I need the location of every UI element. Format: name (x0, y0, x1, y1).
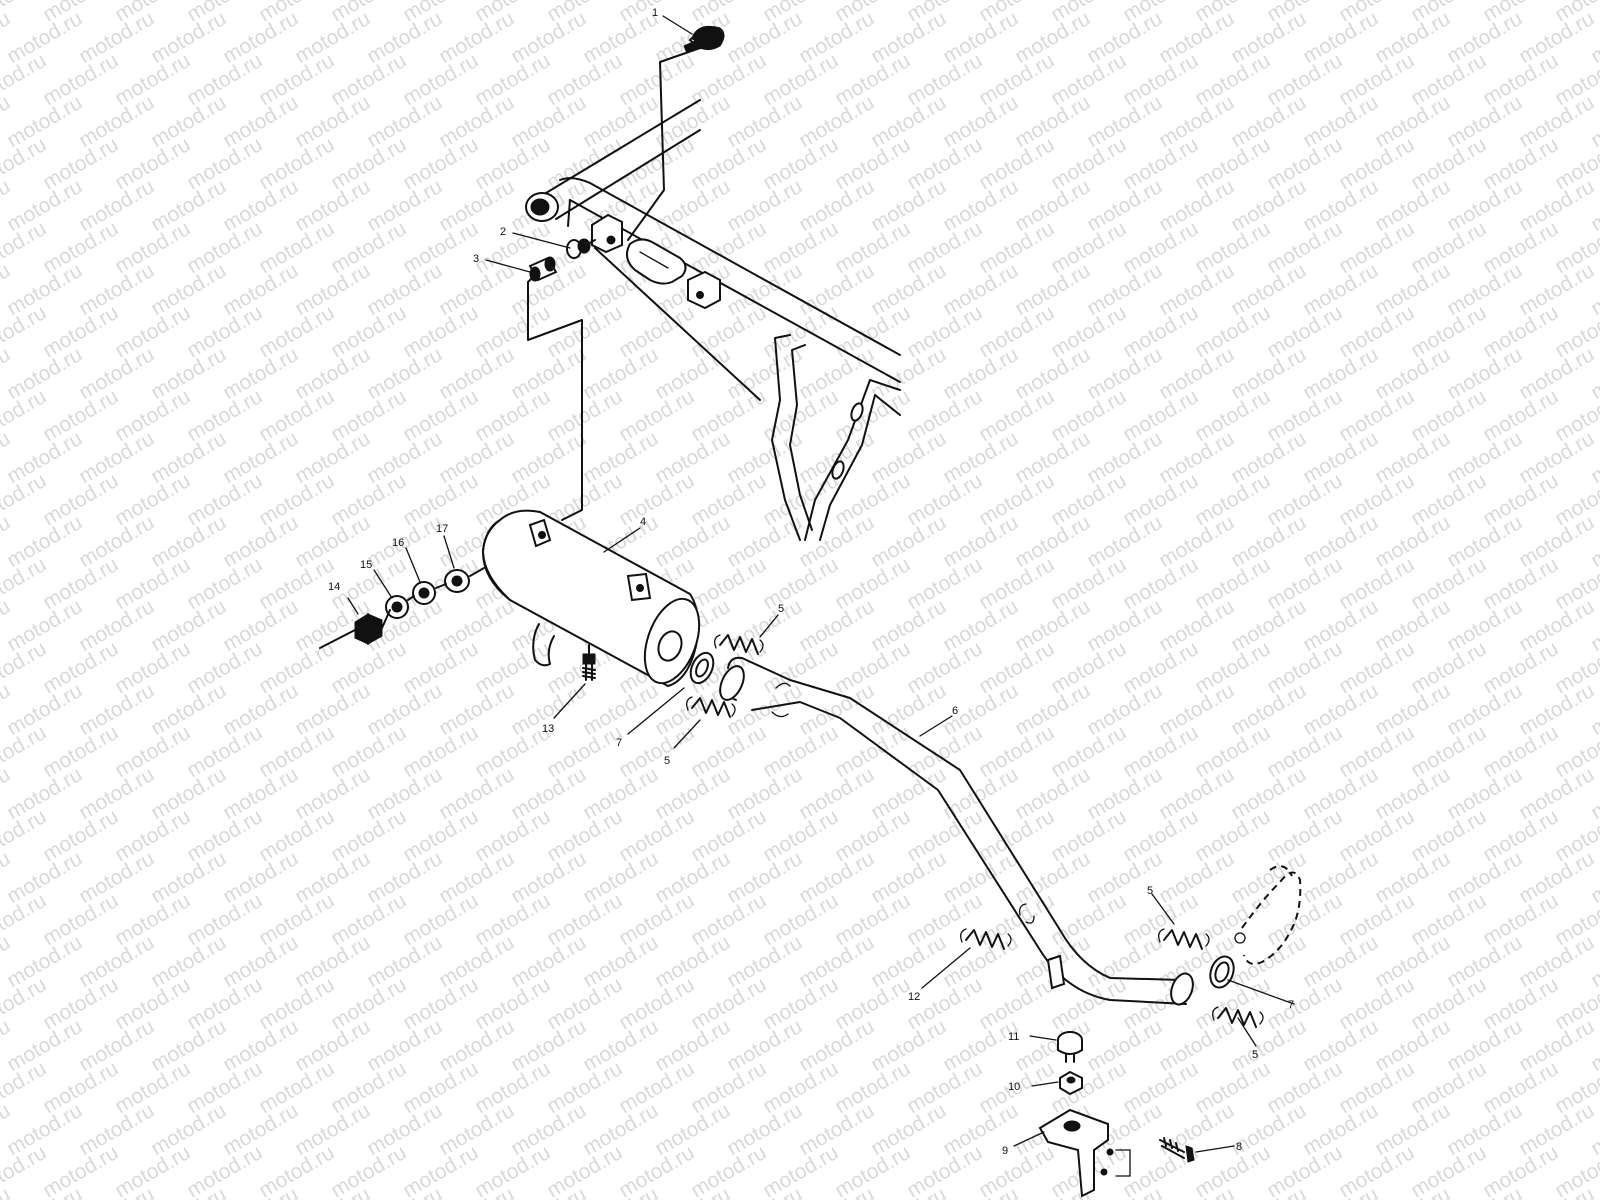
bolt-13 (582, 644, 596, 681)
cylinder-head-outline (1234, 865, 1302, 965)
callout-6: 6 (952, 705, 958, 717)
frame-bracket-tab (591, 213, 623, 254)
callout-16: 16 (392, 537, 404, 549)
nut-10 (1059, 1070, 1083, 1096)
spring-5-right-bottom (1212, 1006, 1264, 1028)
muffler-4 (481, 509, 701, 688)
bolt-8 (1159, 1137, 1195, 1163)
spring-5-right-top (1158, 928, 1210, 950)
callout-7-head: 7 (1288, 999, 1294, 1011)
frame-slot-plate (625, 238, 687, 285)
frame-tubes (525, 99, 901, 541)
nut-14 (354, 613, 383, 645)
mount-washer-2 (566, 238, 596, 259)
callout-9: 9 (1002, 1145, 1008, 1157)
callout-12: 12 (908, 991, 920, 1003)
callout-1: 1 (652, 7, 658, 19)
callout-10: 10 (1008, 1081, 1020, 1093)
washer-16 (412, 581, 436, 605)
callout-5-bottom: 5 (664, 755, 670, 767)
callout-14: 14 (328, 581, 340, 593)
bracket-9 (1038, 1108, 1131, 1198)
spring-5-top (714, 634, 764, 655)
spring-5-bottom (686, 696, 736, 718)
callout-3: 3 (473, 253, 479, 265)
washer-15 (385, 595, 409, 619)
callout-17: 17 (436, 523, 448, 535)
bolt-1 (683, 25, 725, 54)
callout-15: 15 (360, 559, 372, 571)
gasket-7-muffler (689, 651, 715, 685)
callout-8: 8 (1236, 1141, 1242, 1153)
callout-5-top: 5 (778, 603, 784, 615)
callout-13: 13 (542, 723, 554, 735)
frame-bracket-tab-2 (687, 270, 721, 310)
callout-2: 2 (500, 226, 506, 238)
callout-5-right-top: 5 (1147, 885, 1153, 897)
callout-4: 4 (640, 516, 646, 528)
callout-labels: 1 2 3 4 5 5 5 5 6 7 7 8 9 10 11 12 13 14… (328, 7, 1294, 1157)
exhaust-pipe-6 (719, 656, 1194, 1006)
washer-17 (444, 569, 470, 593)
leader-lines (347, 15, 1295, 1153)
callout-11: 11 (1008, 1031, 1019, 1043)
callout-5-right-bottom: 5 (1252, 1049, 1258, 1061)
isolator-11 (1057, 1031, 1083, 1063)
spring-12 (960, 928, 1012, 950)
callout-7-muffler: 7 (616, 737, 622, 749)
grommet-3 (528, 256, 558, 282)
